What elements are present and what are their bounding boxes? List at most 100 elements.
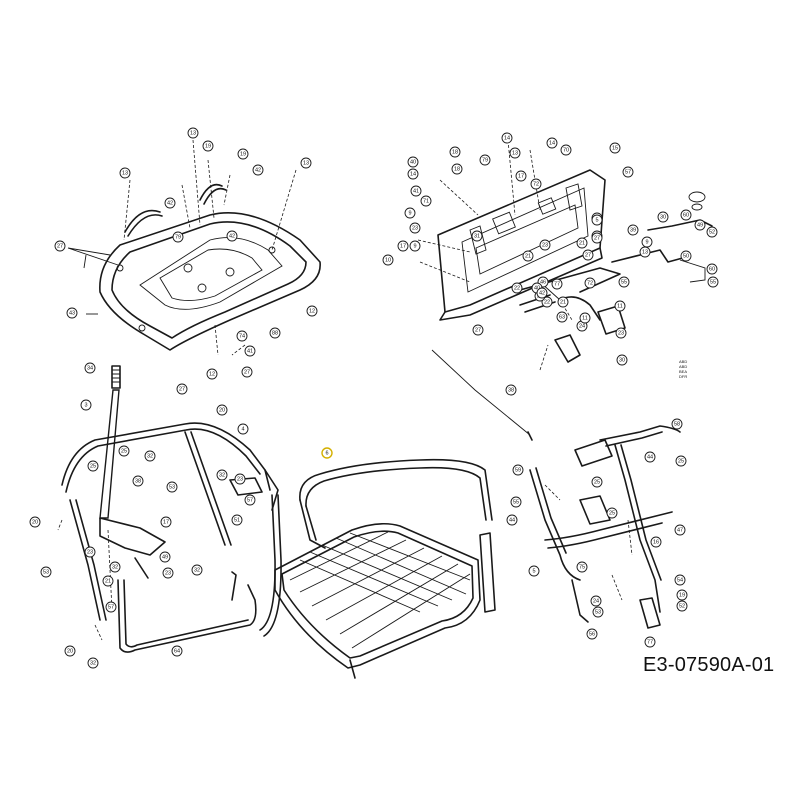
part-callout: 27 xyxy=(176,383,188,395)
part-callout: 3 xyxy=(80,399,92,411)
callout-label: 44 xyxy=(647,454,653,460)
part-callout: 15 xyxy=(609,142,621,154)
callout-circle xyxy=(676,589,688,601)
callout-circle xyxy=(164,197,176,209)
callout-label: 74 xyxy=(239,333,245,339)
callout-circle xyxy=(676,600,688,612)
callout-label: 47 xyxy=(677,527,683,533)
callout-label: 23 xyxy=(618,330,624,336)
callout-circle xyxy=(162,567,174,579)
part-callout: 30 xyxy=(616,354,628,366)
callout-label: 39 xyxy=(630,227,636,233)
callout-label: 60 xyxy=(709,266,715,272)
callout-circle xyxy=(615,327,627,339)
callout-circle xyxy=(512,464,524,476)
callout-circle xyxy=(706,226,718,238)
callout-label: 72 xyxy=(587,280,593,286)
callout-label: 23 xyxy=(165,570,171,576)
part-callout: 49 xyxy=(694,219,706,231)
callout-label: 23 xyxy=(412,225,418,231)
callout-circle xyxy=(557,296,569,308)
callout-circle xyxy=(236,330,248,342)
part-callout: 13 xyxy=(509,147,521,159)
callout-circle xyxy=(176,383,188,395)
part-callout: 24 xyxy=(590,595,602,607)
callout-circle xyxy=(506,514,518,526)
callout-circle xyxy=(590,595,602,607)
part-callout: 77 xyxy=(644,636,656,648)
callout-label: 12 xyxy=(309,308,315,314)
callout-label: 60 xyxy=(683,212,689,218)
console-assembly xyxy=(417,139,713,441)
callout-circle xyxy=(234,473,246,485)
callout-circle xyxy=(591,214,603,226)
callout-label: 13 xyxy=(512,150,518,156)
part-callout: 27 xyxy=(582,249,594,261)
callout-circle xyxy=(582,249,594,261)
part-callout: 18 xyxy=(451,163,463,175)
callout-label: 53 xyxy=(43,569,49,575)
callout-circle xyxy=(187,127,199,139)
part-callout: 27 xyxy=(591,232,603,244)
callout-circle xyxy=(191,564,203,576)
code-tag-line: ABD xyxy=(679,359,688,364)
callout-label: 10 xyxy=(385,257,391,263)
part-callout: 42 xyxy=(164,197,176,209)
part-callout: 32 xyxy=(87,657,99,669)
part-callout: 34 xyxy=(84,362,96,374)
part-callout: 23 xyxy=(409,222,421,234)
part-callout: 75 xyxy=(576,561,588,573)
callout-circle xyxy=(505,384,517,396)
callout-label: 19 xyxy=(205,143,211,149)
callout-circle xyxy=(64,645,76,657)
part-callout: 25 xyxy=(606,507,618,519)
callout-label: 14 xyxy=(410,171,416,177)
callout-label: 30 xyxy=(660,214,666,220)
callout-circle xyxy=(84,362,96,374)
part-callout: 23 xyxy=(539,239,551,251)
callout-circle xyxy=(244,494,256,506)
callout-label: 27 xyxy=(594,235,600,241)
part-callout: 44 xyxy=(644,451,656,463)
callout-circle xyxy=(657,211,669,223)
callout-circle xyxy=(591,476,603,488)
callout-label: 22 xyxy=(514,285,520,291)
callout-circle xyxy=(515,170,527,182)
part-callout: 24 xyxy=(576,320,588,332)
callout-label: 25 xyxy=(609,510,615,516)
callout-circle xyxy=(300,157,312,169)
callout-label: 57 xyxy=(247,497,253,503)
part-callout: 10 xyxy=(382,254,394,266)
part-callout: 13 xyxy=(300,157,312,169)
callout-circle xyxy=(622,166,634,178)
callout-circle xyxy=(87,657,99,669)
part-callout: 55 xyxy=(618,276,630,288)
callout-circle xyxy=(54,240,66,252)
callout-circle xyxy=(102,575,114,587)
callout-label: 55 xyxy=(621,279,627,285)
callout-label: 71 xyxy=(423,198,429,204)
part-callout: 16 xyxy=(650,536,662,548)
part-callout: 13 xyxy=(119,167,131,179)
callout-circle xyxy=(132,475,144,487)
callout-circle xyxy=(420,195,432,207)
callout-circle xyxy=(159,551,171,563)
callout-label: 18 xyxy=(454,166,460,172)
callout-label: 53 xyxy=(169,484,175,490)
callout-label: 24 xyxy=(579,323,585,329)
callout-label: 25 xyxy=(121,448,127,454)
part-callout: 9 xyxy=(409,240,421,252)
callout-label: 19 xyxy=(240,151,246,157)
callout-label: 13 xyxy=(122,170,128,176)
part-callout: 38 xyxy=(505,384,517,396)
part-callout: 74 xyxy=(236,330,248,342)
callout-label: 27 xyxy=(179,386,185,392)
callout-label: 20 xyxy=(32,519,38,525)
callout-label: 21 xyxy=(105,578,111,584)
part-callout: 21 xyxy=(102,575,114,587)
part-callout: 14 xyxy=(546,137,558,149)
callout-circle xyxy=(675,455,687,467)
callout-circle xyxy=(680,209,692,221)
part-callout: 52 xyxy=(676,600,688,612)
part-callout: 64 xyxy=(171,645,183,657)
